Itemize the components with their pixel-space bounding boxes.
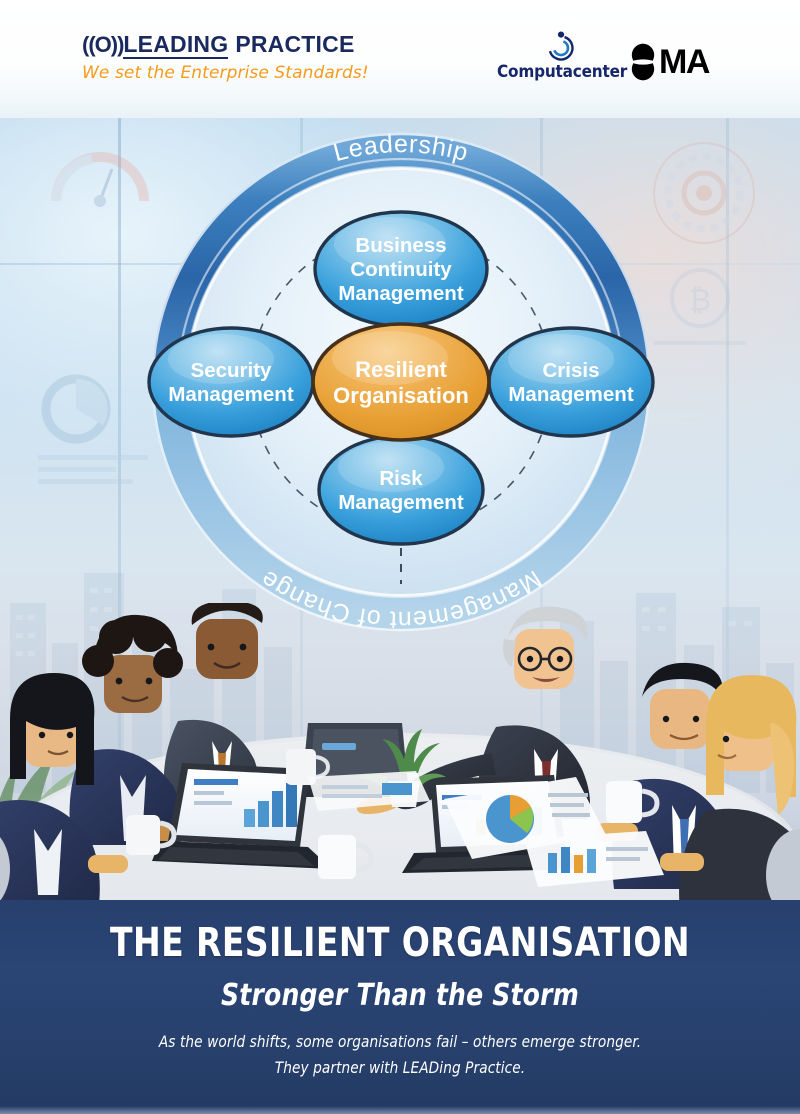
computacenter-c-mark-icon	[548, 31, 574, 61]
node-risk-management[interactable]: Risk Management	[317, 434, 485, 546]
coffee-mug	[286, 749, 331, 785]
scene-area: ₿	[0, 113, 800, 913]
node-label-line: Continuity	[350, 258, 452, 281]
ma-logo[interactable]: MA	[628, 43, 710, 81]
coffee-mug	[126, 815, 177, 855]
coffee-mug	[606, 781, 660, 823]
window-mullion	[118, 113, 121, 913]
leading-practice-tagline: We set the Enterprise Standards!	[82, 63, 369, 83]
node-business-continuity-management[interactable]: Business Continuity Management	[313, 210, 489, 328]
leading-practice-word-leading: LEADING	[123, 31, 229, 59]
center-label-line: Resilient	[355, 357, 447, 382]
report-paper-right	[308, 771, 430, 811]
poster-subtitle: Stronger Than the Storm	[220, 977, 580, 1013]
node-label-line: Management	[168, 383, 293, 406]
hud-circular-widget-right-icon	[653, 142, 755, 244]
leading-practice-logo[interactable]: ((O)) LEADING PRACTICE We set the Enterp…	[82, 33, 372, 84]
node-label-line: Management	[338, 491, 463, 514]
center-label-line: Organisation	[333, 383, 469, 408]
node-label-line: Business	[355, 234, 446, 257]
ma-wordmark: MA	[659, 43, 710, 81]
poster-body-text: As the world shifts, some organisations …	[20, 1029, 780, 1081]
node-label-line: Management	[338, 282, 463, 305]
node-label-line: Crisis	[543, 359, 600, 382]
poster-title: THE RESILIENT ORGANISATION	[110, 920, 690, 966]
node-resilient-organisation-center[interactable]: Resilient Organisation	[311, 322, 491, 442]
figure-blonde-woman	[660, 675, 800, 913]
node-security-management[interactable]: Security Management	[147, 326, 315, 438]
leading-practice-wordmark: ((O)) LEADING PRACTICE	[82, 33, 372, 59]
hud-chart-widget-left-icon	[38, 374, 148, 484]
hud-gauge-widget-left-icon	[51, 152, 149, 207]
report-paper-with-bar-chart	[524, 831, 664, 887]
poster-body-line-1: As the world shifts, some organisations …	[158, 1031, 642, 1051]
coffee-mug	[318, 835, 374, 879]
laptop-center-left-with-chart	[152, 763, 332, 869]
computacenter-logo[interactable]: Computacenter	[497, 31, 628, 82]
leading-practice-word-practice: PRACTICE	[235, 31, 355, 57]
resilient-organisation-diagram: Leadership Management of Change Business…	[147, 132, 655, 632]
computacenter-wordmark: Computacenter	[497, 62, 628, 82]
leading-practice-signal-icon: ((O))	[82, 32, 124, 57]
node-label-line: Security	[191, 359, 272, 382]
node-label-line: Management	[508, 383, 633, 406]
node-crisis-management[interactable]: Crisis Management	[487, 326, 655, 438]
bottom-banner: THE RESILIENT ORGANISATION Stronger Than…	[0, 900, 800, 1114]
ma-double-circle-icon	[631, 43, 655, 81]
window-mullion	[726, 113, 729, 913]
hud-bitcoin-widget-right-icon: ₿	[654, 268, 746, 345]
poster-body-line-2: They partner with LEADing Practice.	[274, 1057, 526, 1077]
laptop-far-right	[36, 805, 138, 865]
node-label-line: Risk	[379, 467, 423, 490]
svg-text:₿: ₿	[689, 284, 711, 317]
boardroom-illustration	[0, 603, 800, 913]
header-bar: ((O)) LEADING PRACTICE We set the Enterp…	[0, 0, 800, 118]
figure-dark-hair-woman	[0, 673, 128, 913]
